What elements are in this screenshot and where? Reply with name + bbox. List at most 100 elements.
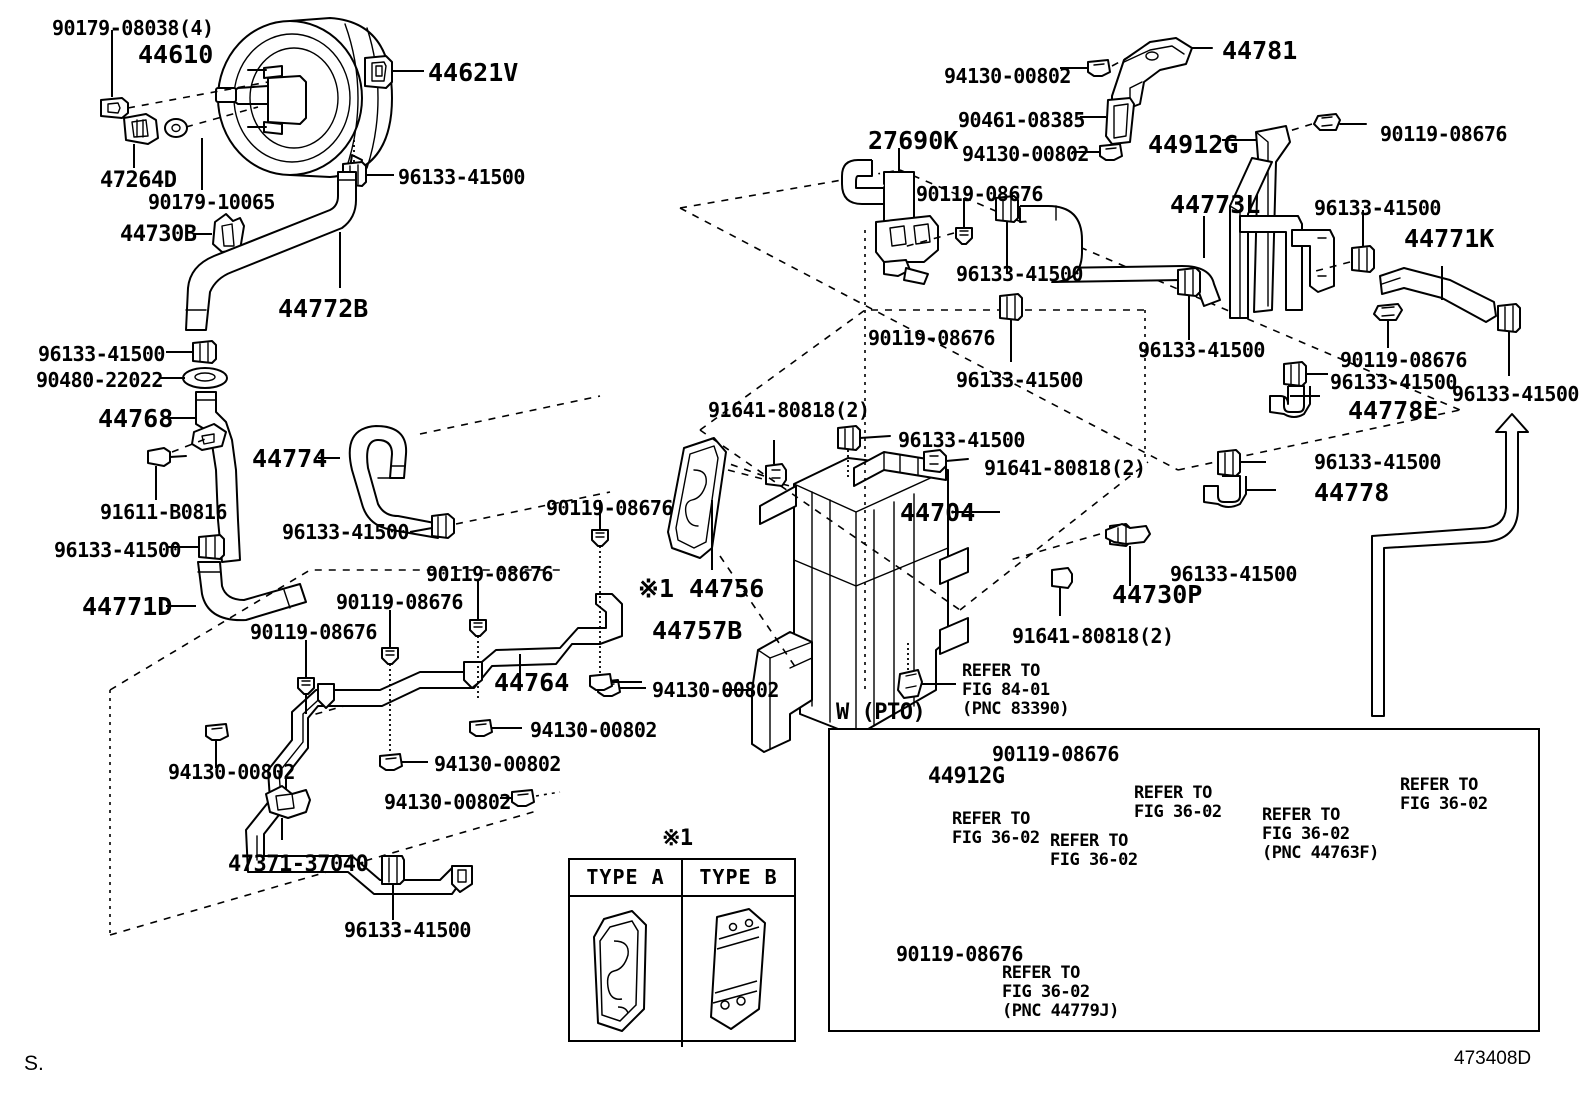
clamp-96133-41500-b bbox=[166, 340, 217, 364]
label-96133-41500-k: 96133-41500 bbox=[1330, 370, 1457, 394]
type-note-mark: ※1 bbox=[662, 826, 693, 851]
leader-dash-2 bbox=[419, 395, 601, 435]
sensor-44730P bbox=[1105, 523, 1151, 586]
clip-94130-00802-a bbox=[205, 723, 229, 768]
label-91641-80818-a: 91641-80818(2) bbox=[708, 398, 870, 422]
type-table-body bbox=[570, 897, 794, 1047]
screw-valve-90119 bbox=[899, 198, 973, 249]
label-90119-08676-a: 90119-08676 bbox=[250, 620, 377, 644]
label-pto-90119-08676-a: 90119-08676 bbox=[992, 742, 1119, 766]
label-96133-41500-b: 96133-41500 bbox=[38, 342, 165, 366]
label-90119-08676-f: 90119-08676 bbox=[868, 326, 995, 350]
cross-dash-4 bbox=[899, 169, 1461, 411]
label-47264D: 47264D bbox=[100, 168, 177, 193]
label-44610: 44610 bbox=[138, 40, 214, 69]
label-pto-refer-5: REFER TO FIG 36-02 bbox=[1400, 775, 1488, 814]
region-dash-3 bbox=[109, 809, 541, 936]
label-94130-00802-f: 94130-00802 bbox=[944, 64, 1071, 88]
label-91641-80818-c: 91641-80818(2) bbox=[1012, 624, 1174, 648]
bolt-91641-80818-a bbox=[723, 440, 787, 487]
label-44764: 44764 bbox=[494, 668, 570, 697]
label-w-pto: W (PTO) bbox=[836, 700, 926, 725]
clip-on-pipe-2 bbox=[463, 661, 483, 689]
hose-44778 bbox=[1203, 475, 1276, 508]
label-90119-08676-e: 90119-08676 bbox=[916, 182, 1043, 206]
type-b-gasket-icon bbox=[710, 908, 766, 1030]
bolt-91611-B0816 bbox=[147, 437, 209, 500]
clip-47264D bbox=[123, 113, 159, 168]
label-47371-37040: 47371-37040 bbox=[228, 852, 369, 877]
label-94130-00802-g: 94130-00802 bbox=[962, 142, 1089, 166]
label-90179-08038: 90179-08038(4) bbox=[52, 16, 214, 40]
label-90119-08676-h: 90119-08676 bbox=[1340, 348, 1467, 372]
label-90119-08676-g: 90119-08676 bbox=[1380, 122, 1507, 146]
label-pto-44912G: 44912G bbox=[928, 764, 1005, 789]
label-90119-08676-b: 90119-08676 bbox=[336, 590, 463, 614]
direction-arrow bbox=[1371, 413, 1529, 717]
label-90480-22022: 90480-22022 bbox=[36, 368, 163, 392]
pto-inset-box bbox=[828, 728, 1540, 1032]
screw-90119-08676-b bbox=[381, 610, 399, 756]
label-96133-41500-l: 96133-41500 bbox=[1452, 382, 1579, 406]
hose-44774 bbox=[318, 425, 455, 539]
corner-mark: S. bbox=[24, 1052, 44, 1075]
label-94130-00802-b: 94130-00802 bbox=[434, 752, 561, 776]
washer-90179-10065 bbox=[164, 106, 259, 190]
cross-dash-7 bbox=[959, 461, 1149, 611]
screw-90119-08676-a bbox=[297, 640, 315, 714]
label-44912G: 44912G bbox=[1148, 130, 1239, 159]
clamp-90461-08385 bbox=[1080, 97, 1135, 158]
label-pto-90119-08676-b: 90119-08676 bbox=[896, 942, 1023, 966]
label-96133-41500-m: 96133-41500 bbox=[1314, 450, 1441, 474]
cross-dash-2 bbox=[679, 207, 1179, 471]
type-a-header: TYPE A bbox=[570, 860, 683, 895]
screw-90119-08676-c bbox=[469, 580, 487, 700]
type-a-cell bbox=[570, 897, 683, 1047]
clamp-96133-41500-bottom bbox=[381, 855, 405, 920]
clamp-96133-right-a bbox=[1311, 210, 1375, 273]
label-96133-41500-e: 96133-41500 bbox=[344, 918, 471, 942]
clamp-valve-96133-b bbox=[999, 293, 1023, 362]
hose-44772B bbox=[185, 171, 357, 331]
clamp-44778 bbox=[1217, 449, 1266, 477]
label-96133-41500-g: 96133-41500 bbox=[956, 262, 1083, 286]
screw-96133-right-b bbox=[1373, 303, 1403, 348]
type-a-gasket-icon bbox=[593, 910, 647, 1032]
label-94130-00802-c: 94130-00802 bbox=[530, 718, 657, 742]
label-44774: 44774 bbox=[252, 444, 328, 473]
dash-sensor bbox=[1009, 533, 1101, 561]
bolt-91641-80818-b bbox=[923, 449, 969, 473]
hose-44771K bbox=[1379, 266, 1521, 376]
bracket-47371-37040 bbox=[265, 785, 311, 840]
label-96133-41500-c: 96133-41500 bbox=[54, 538, 181, 562]
label-96133-41500-i: 96133-41500 bbox=[1138, 338, 1265, 362]
type-table: TYPE A TYPE B bbox=[568, 858, 796, 1047]
label-pto-refer-4: REFER TO FIG 36-02 (PNC 44763F) bbox=[1262, 805, 1379, 863]
clip-94130-00802-top2 bbox=[1072, 143, 1123, 161]
label-96133-41500-n: 96133-41500 bbox=[1170, 562, 1297, 586]
label-96133-41500-a: 96133-41500 bbox=[398, 165, 525, 189]
label-44778: 44778 bbox=[1314, 478, 1390, 507]
clip-on-pipe-3 bbox=[451, 865, 473, 893]
clip-44730B bbox=[193, 213, 245, 253]
gasket-44756 bbox=[667, 437, 727, 570]
label-90119-08676-c: 90119-08676 bbox=[426, 562, 553, 586]
label-44704: 44704 bbox=[900, 498, 976, 527]
bracket-44912G bbox=[1222, 125, 1335, 319]
figure-id: 473408D bbox=[1454, 1048, 1532, 1069]
label-44781: 44781 bbox=[1222, 36, 1298, 65]
label-pto-refer-6: REFER TO FIG 36-02 (PNC 44779J) bbox=[1002, 963, 1119, 1021]
nut-90179-08038 bbox=[100, 30, 129, 119]
label-44771K: 44771K bbox=[1404, 224, 1495, 253]
label-94130-00802-d: 94130-00802 bbox=[384, 790, 511, 814]
label-44730P: 44730P bbox=[1112, 580, 1203, 609]
label-91611-B0816: 91611-B0816 bbox=[100, 500, 227, 524]
type-b-header: TYPE B bbox=[699, 865, 778, 889]
hose-44773L bbox=[1019, 205, 1221, 340]
label-96133-41500-h: 96133-41500 bbox=[956, 368, 1083, 392]
seal-90480-22022 bbox=[160, 367, 228, 389]
label-90179-10065: 90179-10065 bbox=[148, 190, 275, 214]
label-44768: 44768 bbox=[98, 404, 174, 433]
clamp-center-top bbox=[837, 425, 891, 478]
clip-refer-84-01 bbox=[897, 640, 956, 699]
